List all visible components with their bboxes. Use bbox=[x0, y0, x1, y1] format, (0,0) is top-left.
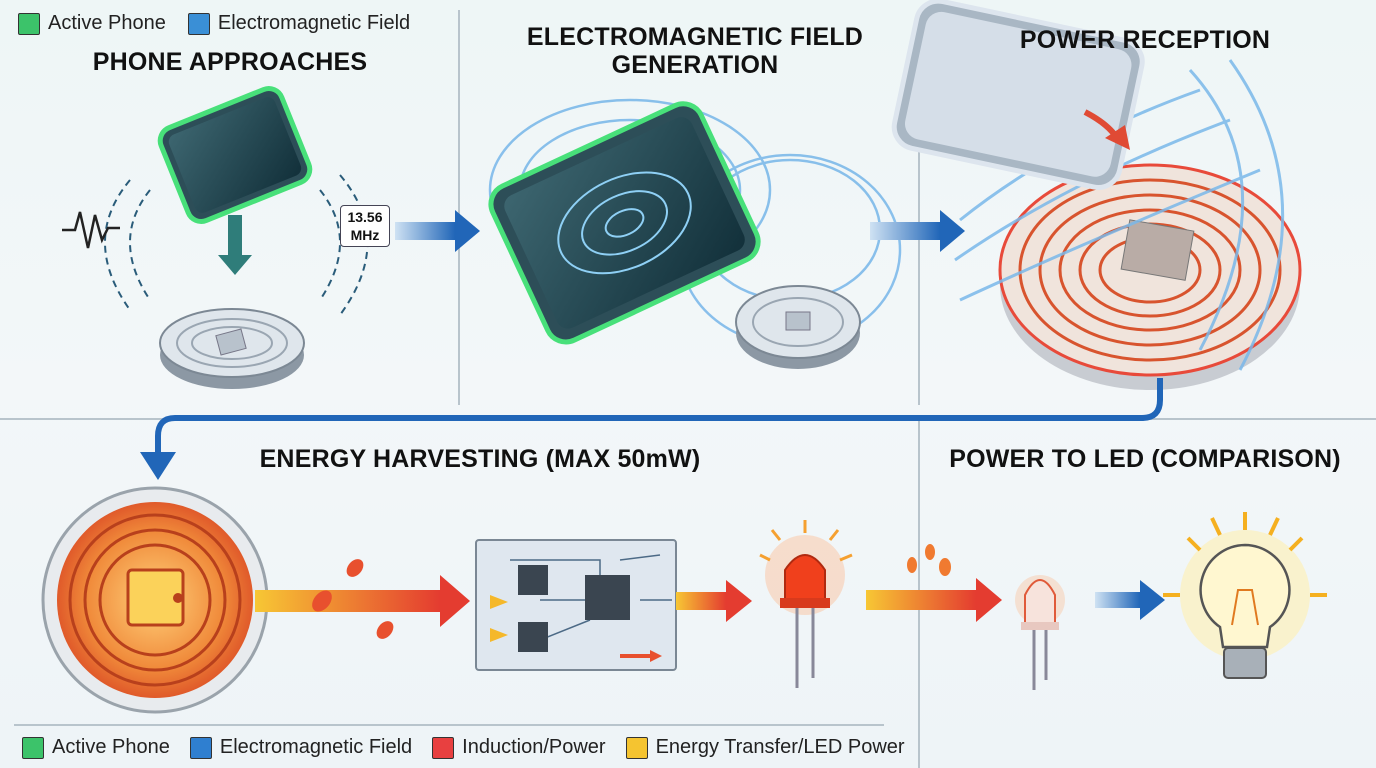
divider bbox=[918, 10, 920, 405]
phone-em bbox=[488, 101, 761, 345]
led-small bbox=[1015, 575, 1065, 690]
legend-label: Active Phone bbox=[52, 736, 170, 758]
phone-green bbox=[157, 86, 313, 224]
legend-item-em-field: Electromagnetic Field bbox=[189, 736, 413, 759]
frequency-unit: MHz bbox=[350, 227, 380, 243]
title-phone-approaches: PHONE APPROACHES bbox=[92, 48, 368, 76]
swatch-blue bbox=[187, 12, 210, 35]
swatch-green bbox=[22, 736, 44, 759]
legend-label: Electromagnetic Field bbox=[219, 736, 413, 758]
divider bbox=[14, 724, 884, 726]
legend-label: Energy Transfer/LED Power bbox=[655, 736, 905, 758]
signal-icon bbox=[62, 211, 120, 249]
legend-label: Electromagnetic Field bbox=[217, 12, 411, 34]
swatch-green bbox=[18, 12, 40, 35]
frequency-value: 13.56 bbox=[347, 209, 383, 225]
swatch-red bbox=[432, 736, 455, 759]
harvest-coil bbox=[41, 486, 269, 714]
title-power-reception: POWER RECEPTION bbox=[1019, 26, 1271, 54]
title-power-to-led: POWER TO LED (COMPARISON) bbox=[949, 445, 1341, 473]
legend-item-active-phone: Active Phone bbox=[18, 12, 166, 35]
led-red bbox=[759, 520, 853, 688]
circuit-board bbox=[475, 539, 677, 671]
title-energy-harvesting: ENERGY HARVESTING (MAX 50mW) bbox=[259, 445, 701, 473]
legend-item-active-phone: Active Phone bbox=[22, 736, 170, 759]
legend-item-em-field: Electromagnetic Field bbox=[187, 12, 411, 35]
connector-arrow bbox=[155, 378, 1163, 455]
swatch-blue bbox=[189, 736, 212, 759]
divider bbox=[458, 10, 460, 405]
title-em-field-line1: ELECTROMAGNETIC FIELD bbox=[526, 23, 864, 51]
legend-item-induction: Induction/Power bbox=[432, 736, 606, 759]
phone-reception bbox=[891, 0, 1145, 190]
title-em-field-line2: GENERATION bbox=[611, 51, 779, 79]
power-coil bbox=[998, 163, 1302, 390]
legend-label: Induction/Power bbox=[462, 736, 606, 758]
nfc-tag bbox=[735, 285, 861, 369]
energy-droplets bbox=[312, 559, 394, 639]
nfc-tag bbox=[159, 308, 305, 389]
legend-label: Active Phone bbox=[48, 12, 166, 34]
legend-item-energy-transfer: Energy Transfer/LED Power bbox=[625, 736, 905, 759]
lightbulb bbox=[1163, 512, 1327, 679]
arrow-down bbox=[228, 215, 242, 255]
swatch-yellow bbox=[625, 736, 648, 759]
frequency-label: 13.56 MHz bbox=[340, 205, 390, 247]
legend-top: Active Phone Electromagnetic Field bbox=[18, 12, 410, 35]
legend-bottom: Active Phone Electromagnetic Field Induc… bbox=[22, 736, 905, 759]
